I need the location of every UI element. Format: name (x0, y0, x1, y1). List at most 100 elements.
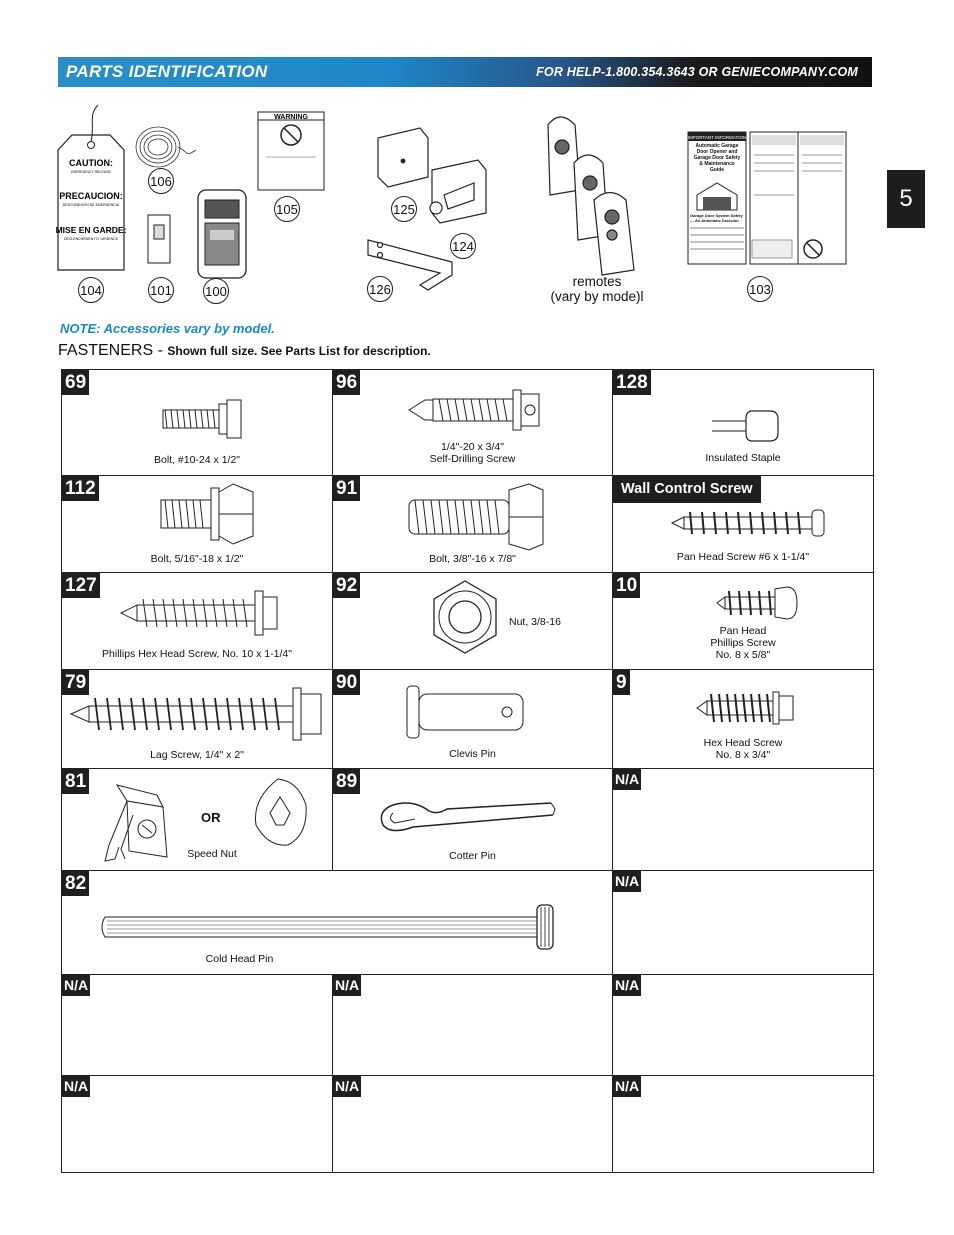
fastener-81: 81 OR Speed Nut (62, 769, 332, 870)
row-divider (62, 572, 873, 574)
part-number: 79 (62, 670, 90, 695)
part-number: N/A (613, 975, 642, 996)
callout-106: 106 (148, 168, 174, 194)
fastener-128: 128 Insulated Staple (613, 370, 873, 475)
manual-footer: Garage Door System Safety — An Automatic… (690, 213, 743, 223)
fastener-label-line: No. 8 x 3/4" (715, 749, 771, 761)
fastener-empty: N/A (613, 769, 873, 870)
part-number: N/A (613, 871, 642, 892)
fastener-label-line: 1/4"-20 x 3/4" (441, 441, 504, 453)
speed-nut-alt-icon (254, 778, 307, 846)
callout-101: 101 (148, 277, 174, 303)
self-drilling-screw-icon (408, 389, 540, 431)
fastener-label: Lag Screw, 1/4" x 2" (150, 749, 244, 761)
fastener-label-line: No. 8 x 5/8" (715, 649, 771, 661)
part-number: 112 (62, 476, 99, 501)
page-title: PARTS IDENTIFICATION (66, 62, 268, 81)
accessories-illustration: CAUTION: EMERGENCY RELEASE PRECAUCION: D… (56, 104, 847, 291)
callout-103: 103 (747, 276, 773, 302)
fastener-label: Cold Head Pin (205, 953, 274, 965)
part-number: Wall Control Screw (613, 476, 761, 503)
fastener-96: 96 1/4"-20 x 3/4" Self-Drilling Screw (333, 370, 612, 475)
pan-head-screw-icon (670, 509, 825, 537)
fastener-empty: N/A (613, 1076, 873, 1172)
header-banner: PARTS IDENTIFICATION FOR HELP-1.800.354.… (58, 57, 872, 87)
fastener-empty: N/A (62, 975, 332, 1075)
part-number: 92 (333, 573, 361, 598)
row-divider (62, 1075, 873, 1077)
fastener-9: 9 Hex Head Screw No. 8 x 3/4" (613, 670, 873, 768)
part-number: N/A (333, 1076, 362, 1097)
tag-mise-sub: DECLENCHEMENT D' URGENCE (64, 237, 119, 241)
part-number: N/A (613, 1076, 642, 1097)
speed-nut-icon (104, 784, 168, 862)
part-number: N/A (62, 975, 91, 996)
remotes-line-1: remotes (572, 274, 622, 289)
callout-105: 105 (274, 196, 300, 222)
part-number: 69 (62, 370, 90, 395)
fastener-label: Hex Head Screw No. 8 x 3/4" (613, 737, 873, 761)
bolt-91-icon (408, 483, 544, 551)
remotes-drawing (547, 116, 635, 276)
fastener-empty: N/A (613, 871, 873, 974)
manual-title: Automatic Garage Door Opener and Garage … (693, 143, 741, 173)
part-number: 10 (613, 573, 641, 598)
wall-button-drawing (147, 214, 171, 264)
fastener-label-line: Self-Drilling Screw (429, 453, 516, 465)
fastener-empty: N/A (333, 1076, 612, 1172)
part-number: 127 (62, 573, 100, 598)
fastener-label: Bolt, 3/8"-16 x 7/8" (429, 553, 516, 565)
fasteners-subtitle: Shown full size. See Parts List for desc… (167, 344, 431, 358)
col-divider (612, 370, 614, 1172)
part-number: N/A (333, 975, 362, 996)
row-divider (62, 669, 873, 671)
fastener-label: Speed Nut (187, 848, 237, 860)
warning-text: WARNING (274, 114, 308, 121)
row-divider (62, 974, 873, 976)
fastener-90: 90 Clevis Pin (333, 670, 612, 768)
part-number: 82 (62, 871, 90, 896)
manual-header: IMPORTANT INFORMATION (688, 135, 746, 140)
tag-mise: MISE EN GARDE: (56, 225, 127, 235)
callout-100: 100 (203, 278, 229, 304)
row-divider (62, 870, 873, 872)
accessories-note: NOTE: Accessories vary by model. (60, 321, 275, 336)
phillips-hex-head-screw-icon (119, 590, 278, 636)
fasteners-heading: FASTENERS - Shown full size. See Parts L… (58, 342, 431, 360)
fastener-label: Pan Head Phillips Screw No. 8 x 5/8" (613, 625, 873, 661)
callout-124: 124 (450, 233, 476, 259)
part-number: N/A (62, 1076, 91, 1097)
lag-screw-icon (69, 687, 322, 741)
wall-control-drawing (197, 189, 247, 279)
fasteners-title: FASTENERS - (58, 342, 163, 359)
fastener-label: Pan Head Screw #6 x 1-1/4" (676, 551, 810, 563)
fastener-79: 79 Lag Screw, 1/4" x 2" (62, 670, 332, 768)
hex-nut-icon (433, 580, 497, 654)
part-number: N/A (613, 769, 642, 790)
caution-tag-drawing: CAUTION: EMERGENCY RELEASE PRECAUCION: D… (56, 104, 127, 271)
bolt-69-icon (162, 399, 242, 439)
insulated-staple-icon (712, 410, 779, 442)
callout-126: 126 (367, 276, 393, 302)
fastener-label: Bolt, #10-24 x 1/2" (153, 454, 241, 466)
part-number: 91 (333, 476, 361, 501)
fastener-label: 1/4"-20 x 3/4" Self-Drilling Screw (333, 441, 612, 465)
fastener-label-line: Pan Head (719, 625, 767, 637)
row-divider (62, 768, 873, 770)
tag-caution-sub: EMERGENCY RELEASE (71, 170, 111, 174)
tag-precaucion: PRECAUCION: (59, 191, 123, 201)
fastener-label-line: Hex Head Screw (703, 737, 783, 749)
part-number: 128 (613, 370, 651, 395)
manual-drawing: IMPORTANT INFORMATION Automatic Garage D… (687, 131, 847, 265)
tag-precaucion-sub: DESCONEXION DE EMERGENCIA (63, 203, 120, 207)
fastener-127: 127 Phillips Hex Head Screw, No. 10 x 1-… (62, 573, 332, 669)
fastener-label: Bolt, 5/16"-18 x 1/2" (150, 553, 244, 565)
fastener-91: 91 Bolt, 3/8"-16 x 7/8" (333, 476, 612, 572)
remotes-label: remotes (vary by mode)l (532, 274, 662, 304)
fastener-label: Clevis Pin (449, 748, 496, 760)
callout-104: 104 (78, 277, 104, 303)
part-number: 89 (333, 769, 361, 794)
part-number: 90 (333, 670, 361, 695)
hex-head-screw-icon (696, 691, 794, 725)
help-line: FOR HELP-1.800.354.3643 OR GENIECOMPANY.… (536, 65, 858, 79)
